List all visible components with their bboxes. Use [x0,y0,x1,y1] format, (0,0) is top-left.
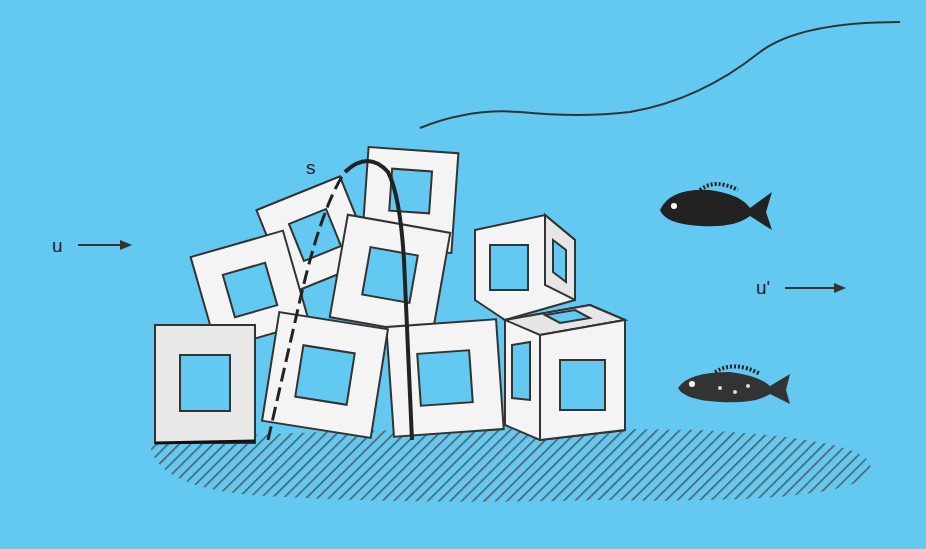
fish-spot [746,384,750,388]
cube-body [475,215,575,320]
cube-side [545,215,575,300]
fish-spot [718,386,722,390]
inflow-velocity-label: u [52,236,63,255]
cube-opening [560,360,605,410]
cube-face [330,215,450,335]
dashed-section-line [268,172,345,440]
cube-opening [417,350,473,406]
outflow-velocity-label: u' [756,278,770,297]
reef-cube [505,305,625,440]
arrow-head [120,240,132,250]
fish-eye [671,203,677,209]
reef-cube [155,325,255,443]
cube-front [540,320,625,440]
fish-fin [700,184,738,190]
cube-face [386,319,503,436]
reef-cube [262,312,388,438]
cube-face [262,312,388,438]
seabed [150,429,871,502]
fish-body [678,372,790,404]
cube-base [155,441,255,443]
fish-body [660,190,772,230]
fish-eye [689,381,695,387]
flow-streamline [345,161,412,440]
cube-body [505,305,625,440]
flow-arrow [785,287,840,289]
section-label: s [306,158,316,177]
cube-opening [289,209,341,261]
arrow-head [834,283,846,293]
cube-opening [295,345,354,404]
fish [678,366,790,404]
water-surface-wave [420,22,900,128]
reef-cube [386,319,503,436]
reef-cube [330,215,450,335]
fish-fin [715,366,760,374]
fish-spot [733,390,737,394]
cube-opening [490,245,528,290]
cube-opening [553,240,566,282]
cube-opening [223,263,277,317]
cube-opening [512,342,530,400]
reef-cube [475,215,575,320]
cube-opening [545,310,590,323]
cube-opening [362,247,418,303]
cube-face [155,325,255,443]
cube-opening [180,355,230,411]
fish [660,184,772,230]
